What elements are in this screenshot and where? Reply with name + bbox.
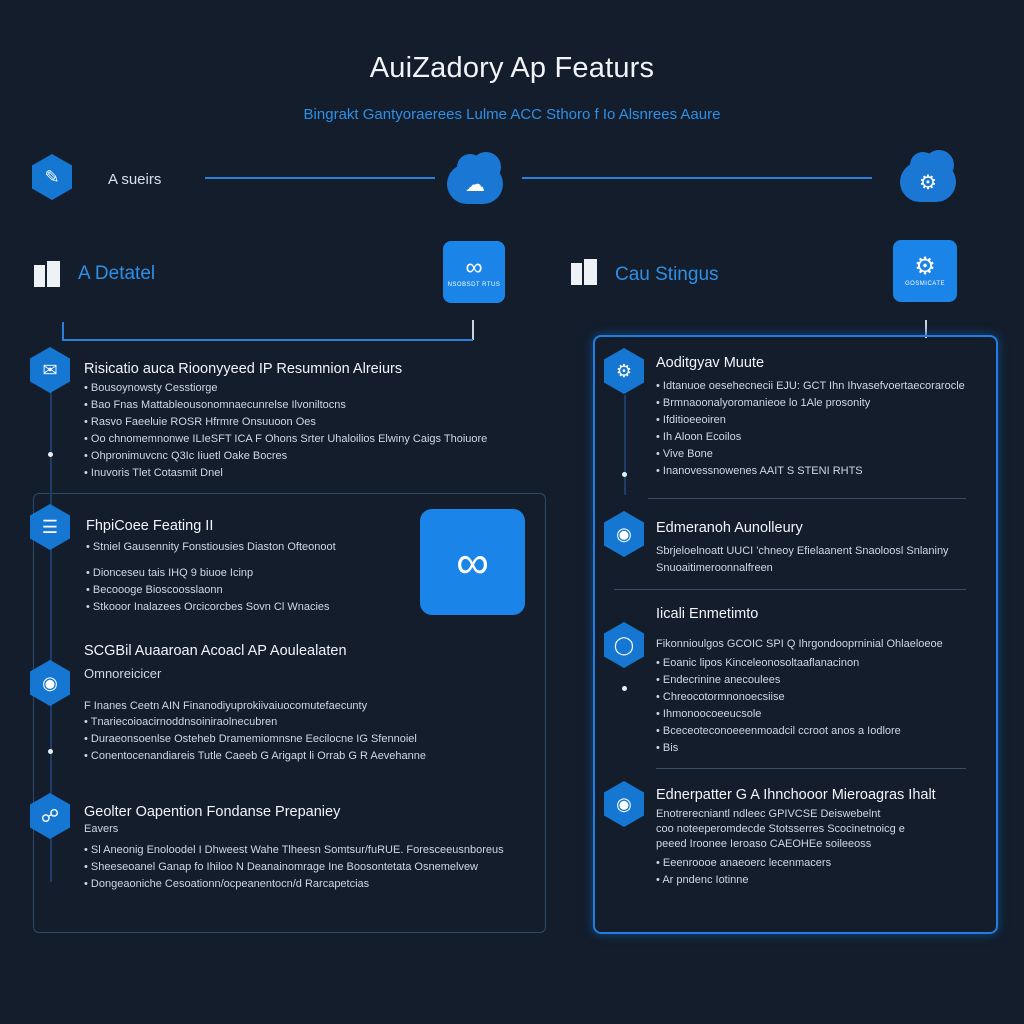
section-list: Bousoynowsty Cesstiorge Bao Fnas Mattabl…	[84, 380, 487, 482]
page-subtitle: Bingrakt Gantyoraerees Lulme ACC Sthoro …	[303, 106, 721, 123]
section-paragraph: Fikonnioulgos GCOIC SPI Q Ihrgondooprnin…	[656, 638, 943, 650]
right-column-label: Cau Stingus	[615, 264, 719, 285]
right-feature-tile: ⚙ GOSMICATE	[893, 240, 957, 302]
section-sub: Omnoreicicer	[84, 666, 162, 681]
timeline-dot	[48, 749, 53, 754]
section-paragraph: Sbrjeloelnoatt UUCI 'chneoy Efielaanent …	[656, 545, 949, 557]
divider	[656, 768, 966, 769]
connector-line	[205, 177, 435, 179]
list-item: Bis	[656, 740, 901, 757]
list-item: Duraeonsoenlse Osteheb Dramemiomnsne Eec…	[84, 731, 426, 748]
building-icon	[34, 261, 60, 287]
building-icon-right	[571, 259, 597, 285]
section-heading: Geolter Oapention Fondanse Prepaniey	[84, 804, 341, 820]
cloud-icon: ☁	[447, 152, 503, 204]
list-item: Endecrinine anecoulees	[656, 672, 901, 689]
section-list: Eeenroooe anaeoerc lecenmacers Ar pndenc…	[656, 855, 831, 889]
section-list: Sl Aneonig Enoloodel I Dhweest Wahe Tlhe…	[84, 842, 504, 893]
list-item: Ar pndenc Iotinne	[656, 872, 831, 889]
list-item: Eoanic lipos Kinceleonosoltaaflanacinon	[656, 655, 901, 672]
timeline-dot	[48, 452, 53, 457]
list-item: Dongeaoniche Cesoationn/ocpeanentocn/d R…	[84, 876, 504, 893]
list-item: Ihmonoocoeeucsole	[656, 706, 901, 723]
section-list: Stniel Gausennity Fonstiousies Diaston O…	[86, 539, 336, 556]
list-item: Inuvoris Tlet Cotasmit Dnel	[84, 465, 487, 482]
left-tile-caption: NSOBSDT RTUS	[447, 282, 501, 288]
section-heading: FhpiCoee Feating II	[86, 518, 214, 534]
list-item: Sheeseoanel Ganap fo Ihiloo N Deanainomr…	[84, 859, 504, 876]
left-column-label: A Detatel	[78, 263, 156, 284]
list-item: Bousoynowsty Cesstiorge	[84, 380, 487, 397]
section-heading: Iicali Enmetimto	[656, 606, 759, 622]
right-tile-caption: GOSMICATE	[904, 281, 946, 287]
section-heading: Aoditgyav Muute	[656, 355, 765, 371]
gear-icon: ⚙	[914, 253, 936, 280]
timeline-dot	[622, 472, 627, 477]
connector-line	[62, 339, 473, 341]
infinity-icon: ∞	[456, 536, 489, 588]
divider	[614, 589, 966, 590]
section-paragraph: Enotrerecniantl ndleec GPIVCSE Deiswebel…	[656, 808, 881, 820]
page-title: AuiZadory Ap Featurs	[369, 52, 655, 84]
section-list: Eoanic lipos Kinceleonosoltaaflanacinon …	[656, 655, 901, 757]
section-hex-icon: ◉	[30, 660, 70, 706]
list-item: Oo chnomemnonwe ILIeSFT ICA F Ohons Srte…	[84, 431, 487, 448]
list-item: Stniel Gausennity Fonstiousies Diaston O…	[86, 539, 336, 556]
section-heading: Ednerpatter G A Ihnchooor Mieroagras Iha…	[656, 787, 936, 803]
section-hex-icon: ✉	[30, 347, 70, 393]
list-item: Vive Bone	[656, 446, 965, 463]
list-item: Sl Aneonig Enoloodel I Dhweest Wahe Tlhe…	[84, 842, 504, 859]
connector-line	[522, 177, 872, 179]
cloud-icon-right: ⚙	[900, 150, 956, 202]
divider	[648, 498, 966, 499]
left-feature-tile: ∞ NSOBSDT RTUS	[443, 241, 505, 303]
section-paragraph: Snuoaitimeroonnalfreen	[656, 562, 773, 574]
user-hex-icon: ✎	[32, 154, 72, 200]
list-item: Ifditioeeoiren	[656, 412, 965, 429]
section-list: Dionceseu tais IHQ 9 biuoe Icinp Becooog…	[86, 565, 330, 616]
section-hex-icon: ◉	[604, 781, 644, 827]
section-hex-icon: ☍	[30, 793, 70, 839]
list-item: Conentocenandiareis Tutle Caeeb G Arigap…	[84, 748, 426, 765]
list-item: Rasvo Faeeluie ROSR Hfrmre Onsuuoon Oes	[84, 414, 487, 431]
list-item: Eeenroooe anaeoerc lecenmacers	[656, 855, 831, 872]
list-item: Chreocotormnonoecsiise	[656, 689, 901, 706]
right-panel	[593, 335, 998, 934]
list-item: Dionceseu tais IHQ 9 biuoe Icinp	[86, 565, 330, 582]
timeline-line	[624, 395, 626, 495]
section-hex-icon: ⚙	[604, 348, 644, 394]
list-item: Bao Fnas Mattableousonomnaecunrelse Ilvo…	[84, 397, 487, 414]
section-list: Idtanuoe oesehecnecii EJU: GCT Ihn Ihvas…	[656, 378, 965, 480]
section-list: Tnariecoioacirnoddnsoiniraolnecubren Dur…	[84, 714, 426, 765]
list-item: Ih Aloon Ecoilos	[656, 429, 965, 446]
connector-line	[472, 320, 474, 340]
left-panel	[33, 493, 546, 933]
link-icon: ∞	[465, 254, 483, 281]
list-item: Becoooge Bioscoosslaonn	[86, 582, 330, 599]
list-item: Bceceoteconoeeenmoadcil ccroot anos a Io…	[656, 723, 901, 740]
section-sub: Eavers	[84, 823, 119, 835]
section-paragraph: peeed Iroonee Ieroaso CAEOHEe soileeoss	[656, 838, 872, 850]
connector-line	[925, 320, 927, 338]
list-item: Brmnaoonalyoromanieoe lo 1Ale prosonity	[656, 395, 965, 412]
list-item: Stkooor Inalazees Orcicorcbes Sovn Cl Wn…	[86, 599, 330, 616]
section-paragraph: F Inanes Ceetn AIN Finanodiyuprokiivaiuo…	[84, 700, 368, 712]
section-hex-icon: ◯	[604, 622, 644, 668]
connector-line	[62, 322, 64, 340]
timeline-dot	[622, 686, 627, 691]
section-heading: SCGBil Auaaroan Acoacl AP Aoulealaten	[84, 643, 347, 659]
section-hex-icon: ◉	[604, 511, 644, 557]
infinity-tile: ∞	[420, 509, 525, 615]
timeline-line	[50, 382, 52, 882]
section-heading: Risicatio auca Rioonyyeed IP Resumnion A…	[84, 361, 403, 377]
top-row-label: A sueirs	[108, 171, 162, 188]
list-item: Inanovessnowenes AAIT S STENI RHTS	[656, 463, 965, 480]
list-item: Tnariecoioacirnoddnsoiniraolnecubren	[84, 714, 426, 731]
section-heading: Edmeranoh Aunolleury	[656, 520, 803, 536]
section-paragraph: coo noteeperomdecde Stotsserres Scocinet…	[656, 823, 905, 835]
list-item: Ohpronimuvcnc Q3Ic Iiuetl Oake Bocres	[84, 448, 487, 465]
list-item: Idtanuoe oesehecnecii EJU: GCT Ihn Ihvas…	[656, 378, 965, 395]
